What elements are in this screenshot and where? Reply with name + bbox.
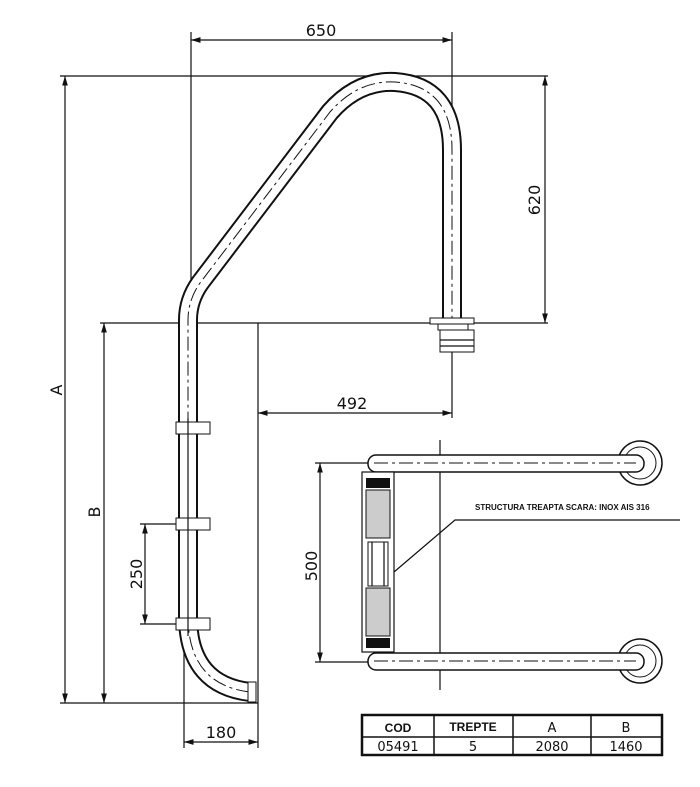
cell-cod: 05491 — [377, 740, 418, 755]
header-a: A — [548, 721, 557, 736]
dim-250: 250 — [127, 559, 146, 590]
anchor-socket — [429, 317, 475, 353]
step-top-view — [361, 440, 680, 690]
rail-bottom — [367, 638, 663, 684]
leader-line — [393, 519, 680, 573]
dim-500: 500 — [302, 551, 321, 582]
dim-620: 620 — [525, 185, 544, 216]
dim-a: A — [47, 384, 66, 395]
dimension-lines — [62, 37, 548, 745]
rail-top — [367, 440, 663, 486]
cell-trepte: 5 — [469, 740, 477, 755]
handrail-side-view — [175, 71, 475, 703]
header-cod: COD — [385, 721, 412, 735]
cell-a: 2080 — [535, 740, 568, 755]
header-b: B — [622, 721, 631, 736]
dim-b: B — [85, 507, 104, 518]
cell-b: 1460 — [609, 740, 642, 755]
step-bolts — [175, 418, 211, 636]
step-tread — [361, 471, 395, 653]
spec-table: COD TREPTE A B 05491 5 2080 1460 — [360, 713, 664, 757]
header-trepte: TREPTE — [449, 720, 496, 734]
dim-650: 650 — [306, 21, 337, 40]
dim-492: 492 — [337, 394, 368, 413]
dim-180: 180 — [206, 723, 237, 742]
material-note: STRUCTURA TREAPTA SCARA: INOX AIS 316 — [475, 503, 650, 512]
